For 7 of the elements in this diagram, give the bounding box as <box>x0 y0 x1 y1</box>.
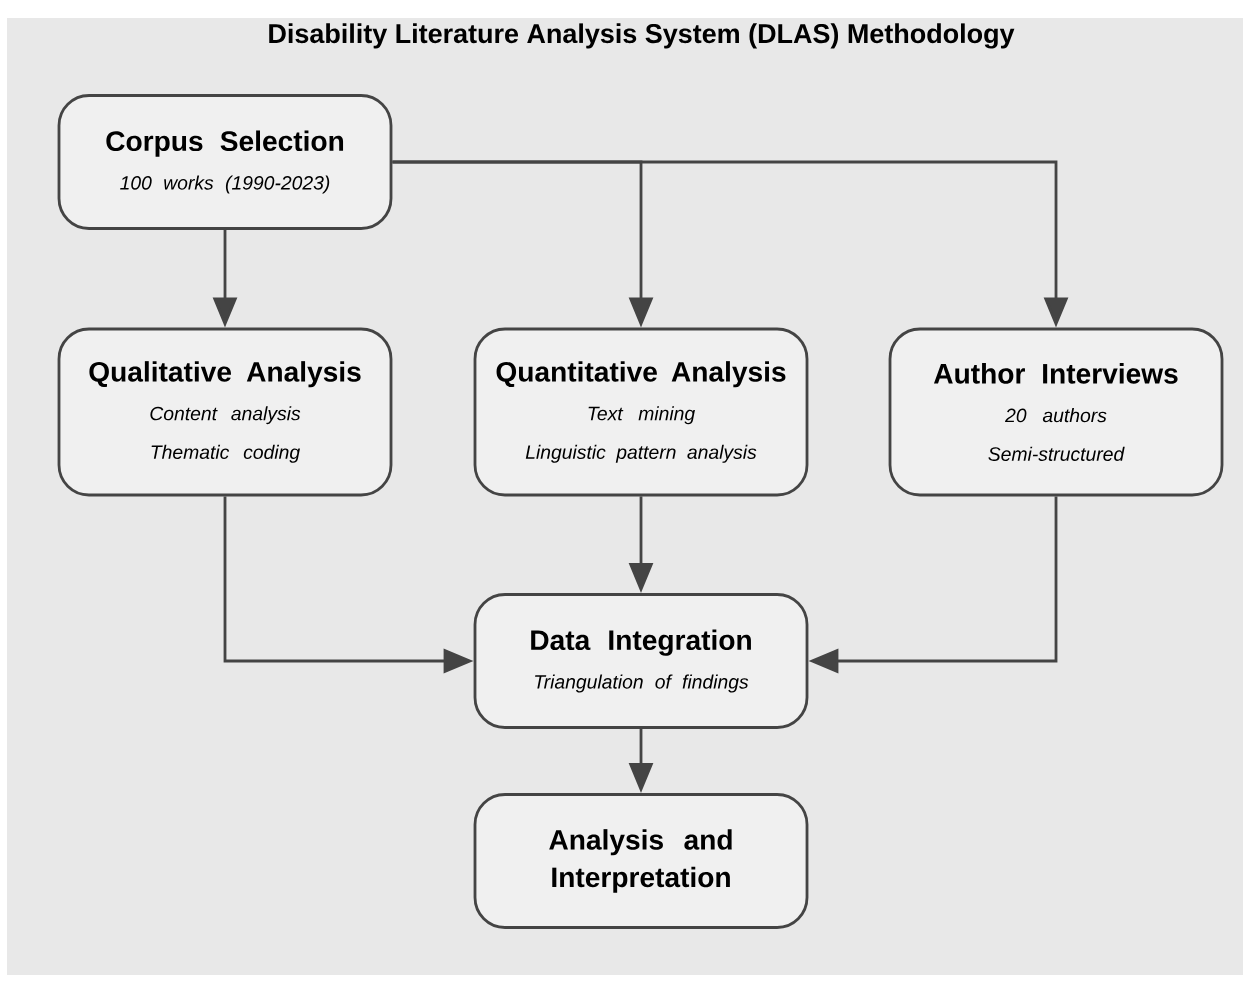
process-box: Data Integration Triangulation of findings <box>473 593 809 729</box>
diagram-title: Disability Literature Analysis System (DLAS) Methodology <box>269 23 1015 49</box>
process-box: Corpus Selection 100 works (1990-2023) <box>57 94 393 230</box>
process-box: Quantitative Analysis Text mining Linguistic pattern analysis <box>473 327 809 497</box>
process-box: Author Interviews 20 authors Semi-structured <box>888 327 1224 497</box>
process-box: Analysis and Interpretation <box>473 793 809 929</box>
process-box: Qualitative Analysis Content analysis Thematic coding <box>57 327 393 497</box>
